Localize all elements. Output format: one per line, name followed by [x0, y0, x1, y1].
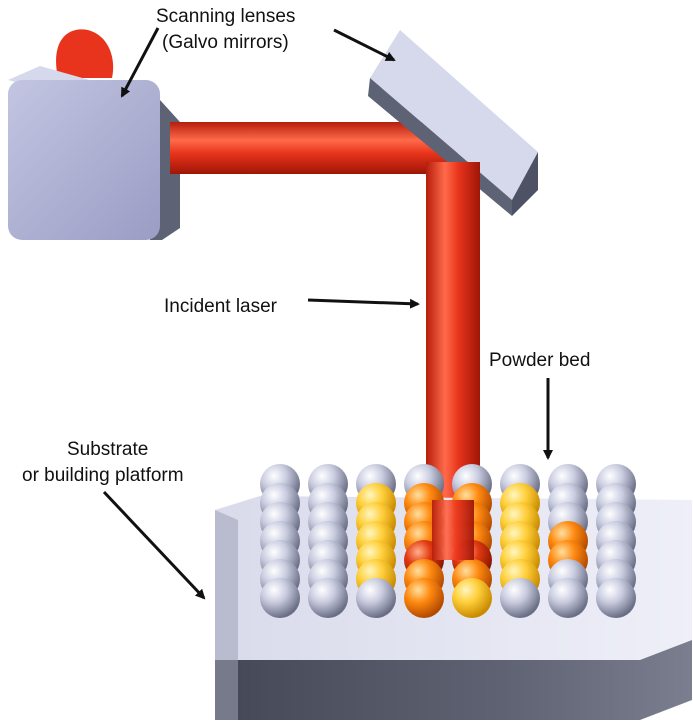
powder-particle-icon [260, 578, 300, 618]
label-powder-bed: Powder bed [489, 350, 590, 371]
powder-bed [260, 464, 636, 618]
galvo-mirror-left [8, 66, 180, 240]
arrow-icon [333, 28, 396, 62]
label-scanning-lenses: Scanning lenses [156, 6, 295, 27]
powder-particle-icon [452, 578, 492, 618]
label-incident-laser: Incident laser [164, 296, 278, 317]
arrow-icon [307, 298, 420, 309]
label-building-platform: or building platform [22, 465, 184, 486]
powder-particle-icon [500, 578, 540, 618]
arrow-icon [102, 490, 206, 600]
powder-particle-icon [596, 578, 636, 618]
laser-beam-tip [432, 500, 474, 560]
label-substrate: Substrate [67, 439, 148, 460]
powder-particle-icon [308, 578, 348, 618]
label-galvo-mirrors: (Galvo mirrors) [162, 32, 289, 53]
powder-particle-icon [404, 578, 444, 618]
powder-particle-icon [548, 578, 588, 618]
arrow-icon [120, 27, 160, 98]
powder-particle-icon [356, 578, 396, 618]
laser-source-icon [56, 29, 114, 78]
